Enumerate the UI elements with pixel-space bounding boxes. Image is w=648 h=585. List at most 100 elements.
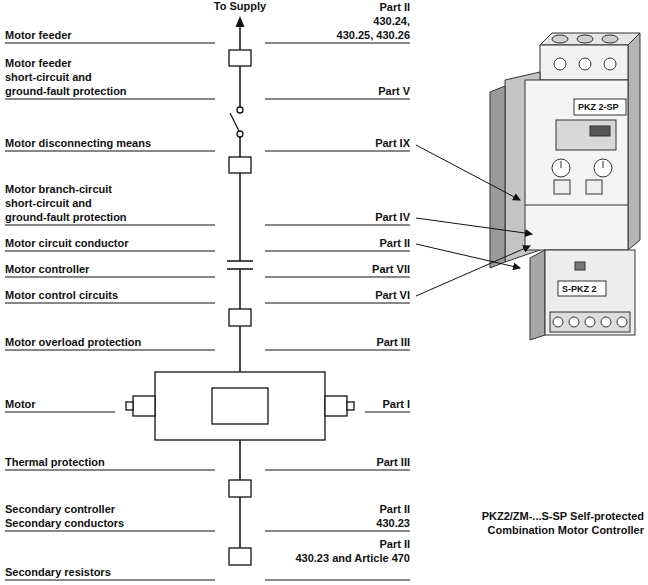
label-rules-part bbox=[265, 43, 410, 44]
controller-illustration-part bbox=[628, 33, 640, 250]
part-reference: Part II bbox=[379, 503, 410, 516]
illustration-caption: PKZ2/ZM-...S-SP Self-protected bbox=[482, 510, 644, 523]
section-label: Secondary conductors bbox=[5, 517, 124, 530]
protection-box-part bbox=[229, 157, 251, 173]
section-label: Motor branch-circuit bbox=[5, 183, 112, 196]
motor-symbol-part bbox=[325, 396, 347, 416]
motor-symbol-part bbox=[347, 402, 354, 410]
label-rules-part bbox=[5, 303, 215, 304]
section-label: Motor control circuits bbox=[5, 289, 118, 302]
part-reference: Part II bbox=[379, 1, 410, 14]
controller-illustration-part bbox=[552, 159, 570, 177]
controller-illustration-part bbox=[574, 99, 626, 115]
protection-box-part bbox=[229, 480, 251, 497]
leader-arrow-part bbox=[416, 145, 520, 200]
controller-illustration-part bbox=[556, 120, 616, 150]
label-rules-part bbox=[265, 251, 410, 252]
disconnect-switch-part bbox=[237, 107, 243, 113]
protection-box bbox=[229, 50, 251, 565]
label-rules bbox=[5, 43, 410, 580]
section-label: Thermal protection bbox=[5, 456, 105, 469]
label-rules-part bbox=[5, 251, 215, 252]
controller-illustration-part bbox=[530, 250, 545, 340]
label-rules-part bbox=[5, 277, 215, 278]
label-rules-part bbox=[265, 99, 410, 100]
controller-illustration-part bbox=[558, 281, 606, 296]
label-rules-part bbox=[5, 350, 215, 351]
leader-arrow-part bbox=[416, 244, 520, 268]
part-reference: Part V bbox=[378, 85, 410, 98]
article-reference: 430.25, 430.26 bbox=[337, 29, 410, 42]
article-reference: 430.23 and Article 470 bbox=[295, 552, 410, 565]
disconnect-switch bbox=[230, 107, 243, 137]
device-marking: S-PKZ 2 bbox=[562, 283, 597, 296]
contactor-symbol bbox=[227, 261, 253, 269]
part-reference: Part VII bbox=[372, 263, 410, 276]
section-label: Motor feeder bbox=[5, 57, 72, 70]
supply-label: To Supply bbox=[214, 0, 266, 13]
controller-illustration-part bbox=[561, 161, 562, 168]
controller-illustration-part bbox=[554, 58, 566, 70]
label-rules-part bbox=[5, 225, 215, 226]
controller-illustration-part bbox=[603, 161, 604, 168]
controller-illustration-part bbox=[601, 317, 611, 327]
controller-illustration-part bbox=[617, 317, 627, 327]
label-rules-part bbox=[265, 580, 410, 581]
disconnect-switch-part bbox=[237, 131, 243, 137]
controller-illustration-part bbox=[552, 35, 568, 43]
section-label: Motor circuit conductor bbox=[5, 237, 128, 250]
controller-illustration-part bbox=[553, 317, 563, 327]
section-label: Secondary controller bbox=[5, 503, 115, 516]
section-label: Motor overload protection bbox=[5, 336, 141, 349]
label-rules-part bbox=[5, 43, 215, 44]
label-rules-part bbox=[265, 151, 410, 152]
label-rules-part bbox=[265, 225, 410, 226]
label-rules-part bbox=[265, 470, 410, 471]
part-reference: Part IX bbox=[375, 137, 410, 150]
motor-symbol-part bbox=[212, 388, 268, 424]
label-rules-part bbox=[5, 99, 215, 100]
controller-illustration-part bbox=[602, 35, 618, 43]
article-reference: 430.23 bbox=[376, 517, 410, 530]
controller-illustration-part bbox=[525, 205, 628, 206]
controller-illustration-part bbox=[550, 312, 630, 332]
leader-arrow-part bbox=[416, 218, 532, 234]
controller-illustration-part bbox=[569, 317, 579, 327]
controller-illustration bbox=[490, 33, 640, 340]
controller-illustration-part bbox=[590, 126, 610, 136]
controller-illustration-part bbox=[604, 58, 616, 70]
section-label: Motor controller bbox=[5, 263, 89, 276]
part-reference: Part IV bbox=[375, 211, 410, 224]
part-reference: Part I bbox=[382, 398, 410, 411]
label-rules-part bbox=[5, 151, 215, 152]
label-rules-part bbox=[365, 412, 410, 413]
part-reference: Part II bbox=[379, 237, 410, 250]
label-rules-part bbox=[265, 303, 410, 304]
section-label: Motor feeder bbox=[5, 29, 72, 42]
supply-arrowhead bbox=[236, 16, 245, 27]
section-label: ground-fault protection bbox=[5, 211, 127, 224]
section-label: ground-fault protection bbox=[5, 85, 127, 98]
label-rules-part bbox=[265, 350, 410, 351]
controller-illustration-part bbox=[554, 180, 570, 194]
disconnect-switch-part bbox=[230, 113, 239, 131]
controller-illustration-part bbox=[540, 33, 640, 45]
contactor-symbol-part bbox=[227, 268, 253, 270]
protection-box-part bbox=[229, 50, 251, 66]
label-rules-part bbox=[5, 580, 215, 581]
device-marking: PKZ 2-SP bbox=[578, 101, 619, 114]
controller-illustration-part bbox=[575, 262, 585, 270]
section-label: Motor disconnecting means bbox=[5, 137, 151, 150]
label-rules-part bbox=[5, 470, 215, 471]
label-rules-part bbox=[5, 531, 215, 532]
controller-illustration-part bbox=[540, 45, 628, 80]
section-label: Secondary resistors bbox=[5, 566, 111, 579]
controller-illustration-part bbox=[525, 80, 628, 250]
protection-box-part bbox=[229, 548, 251, 565]
motor-symbol-part bbox=[155, 372, 325, 440]
motor-symbol-part bbox=[133, 396, 155, 416]
motor-symbol-part bbox=[126, 402, 133, 410]
part-reference: Part II bbox=[379, 538, 410, 551]
controller-illustration-part bbox=[577, 35, 593, 43]
